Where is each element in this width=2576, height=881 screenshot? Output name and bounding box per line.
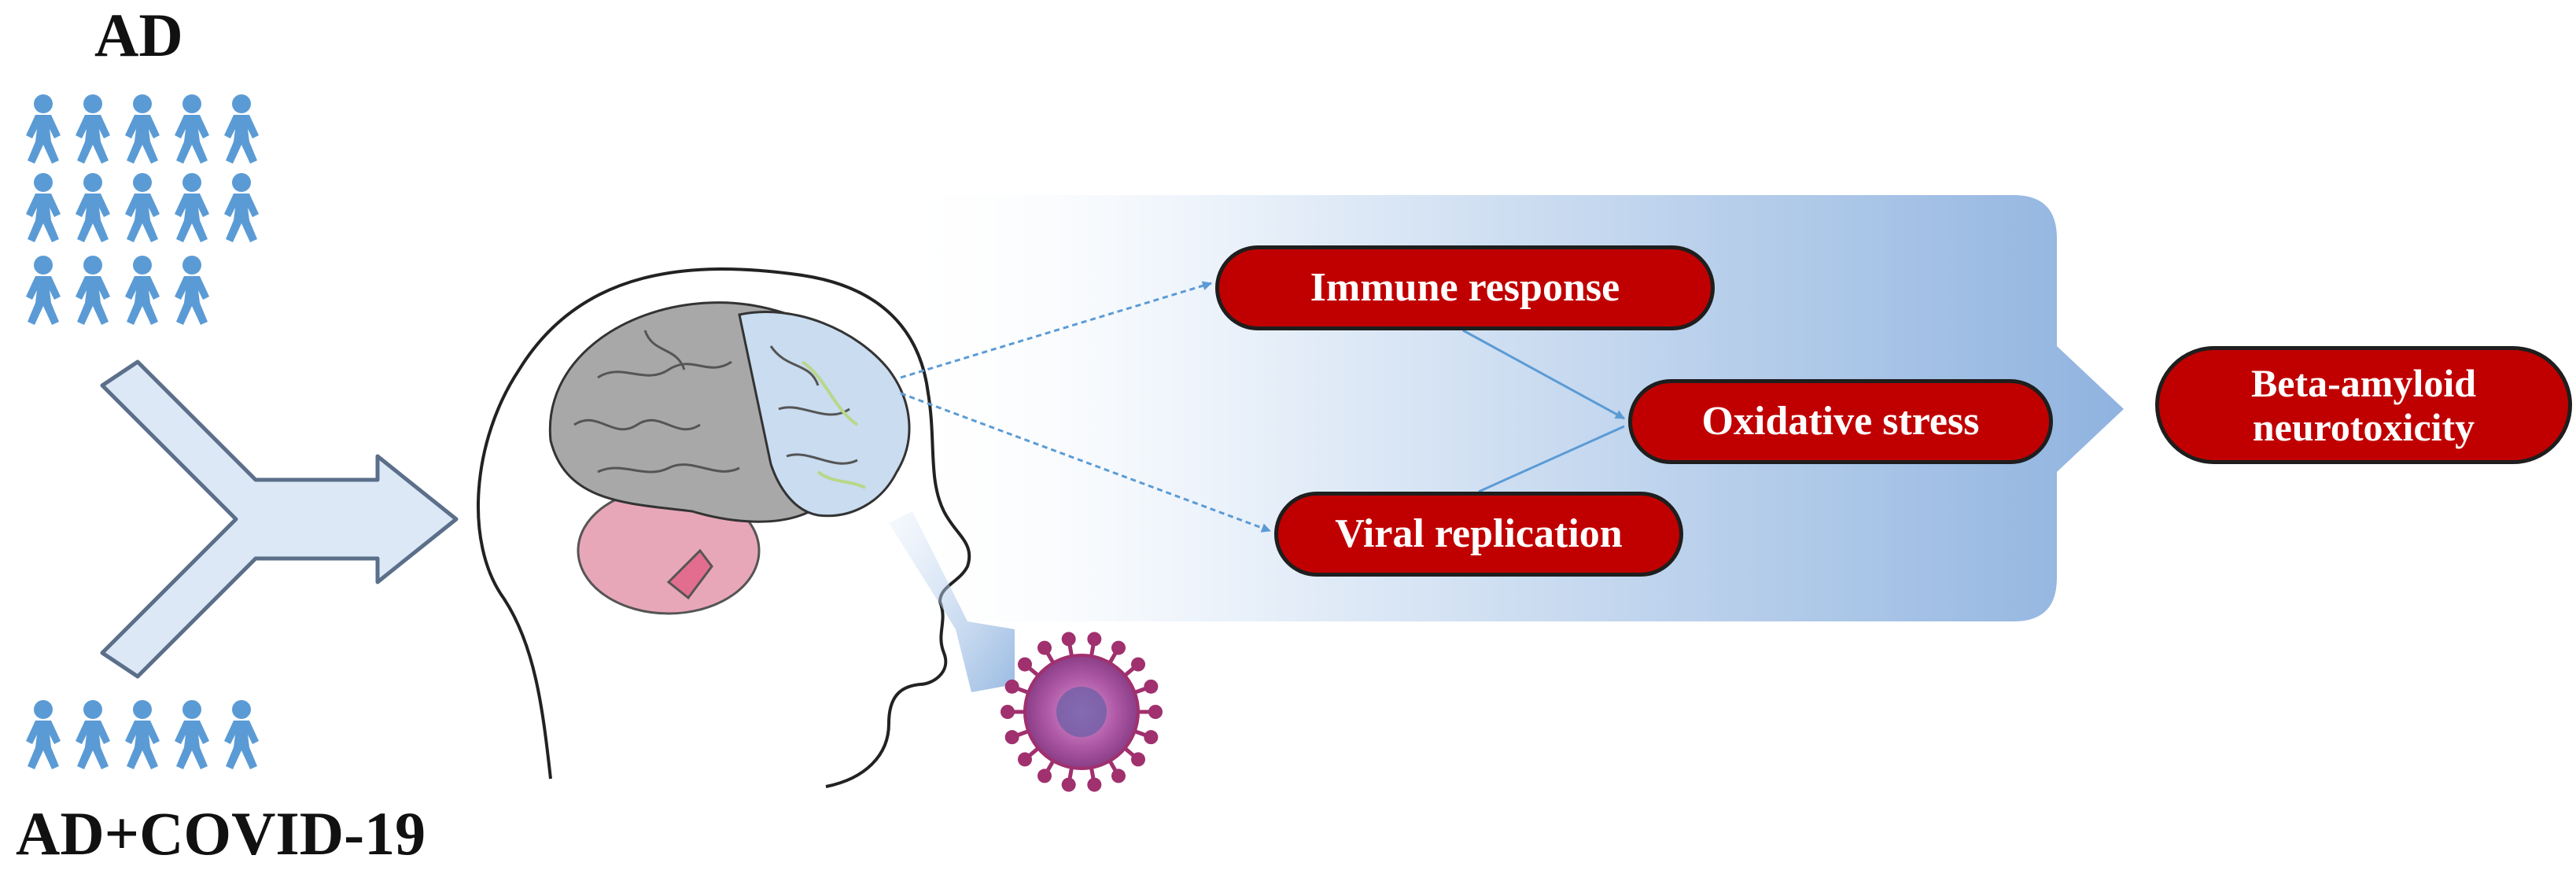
person-icon: [26, 173, 61, 242]
virus-spike-tip: [1087, 632, 1102, 647]
viral-replication-label: Viral replication: [1335, 511, 1623, 556]
virus-spike-tip: [1017, 752, 1032, 767]
person-icon: [224, 700, 259, 769]
virus-spike-tip: [1017, 657, 1032, 672]
virus-spike-tip: [1111, 640, 1126, 655]
virus-spike-tip: [1001, 705, 1015, 719]
virus-spike-tip: [1087, 777, 1102, 792]
person-icon: [175, 700, 209, 769]
person-icon: [175, 94, 209, 164]
immune-response-node: Immune response: [1215, 245, 1715, 330]
head-silhouette: [477, 267, 971, 788]
oxidative-stress-label: Oxidative stress: [1701, 398, 1980, 444]
person-icon: [175, 173, 209, 242]
viral-replication-node: Viral replication: [1274, 492, 1683, 577]
person-icon: [26, 94, 61, 164]
person-icon: [224, 173, 259, 242]
brain-icon: [548, 301, 911, 615]
virus-nucleus: [1056, 687, 1107, 737]
person-icon: [76, 700, 110, 769]
ad-covid-people-group: [26, 700, 259, 769]
virus-spike-tip: [1131, 752, 1146, 767]
virus-spike-tip: [1004, 679, 1019, 694]
person-icon: [125, 173, 160, 242]
virus-beam: [889, 511, 1015, 692]
virus-spike-tip: [1037, 640, 1052, 655]
ad-people-group: [26, 94, 259, 325]
person-icon: [26, 700, 61, 769]
virus-spike-tip: [1111, 769, 1126, 783]
virus-spike-tip: [1144, 730, 1159, 745]
person-icon: [76, 173, 110, 242]
coronavirus-icon: [1001, 632, 1163, 792]
virus-spike-tip: [1131, 657, 1146, 672]
virus-spike-tip: [1004, 730, 1019, 745]
virus-spike-tip: [1037, 769, 1052, 783]
person-icon: [125, 256, 160, 325]
person-icon: [125, 94, 160, 164]
oxidative-stress-node: Oxidative stress: [1628, 379, 2053, 464]
person-icon: [76, 256, 110, 325]
pathway-connectors: [900, 281, 1625, 533]
pathway-panel: [881, 195, 2124, 621]
person-icon: [175, 256, 209, 325]
person-icon: [26, 256, 61, 325]
ad-group-label: AD: [94, 1, 183, 69]
beta-amyloid-label: Beta-amyloid neurotoxicity: [2250, 361, 2477, 449]
beta-amyloid-node: Beta-amyloid neurotoxicity: [2155, 346, 2572, 464]
person-icon: [224, 94, 259, 164]
merge-arrow: [100, 359, 459, 679]
person-icon: [125, 700, 160, 769]
virus-spike-tip: [1061, 777, 1076, 792]
ad-covid-group-label: AD+COVID-19: [16, 799, 426, 868]
person-icon: [76, 94, 110, 164]
virus-spike-tip: [1144, 679, 1159, 694]
immune-response-label: Immune response: [1310, 264, 1620, 310]
virus-spike-tip: [1061, 632, 1076, 647]
virus-spike-tip: [1148, 705, 1163, 719]
